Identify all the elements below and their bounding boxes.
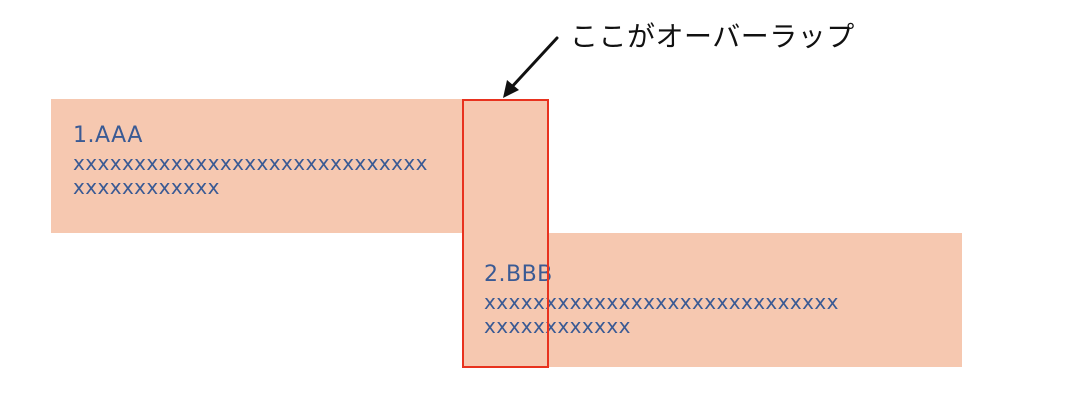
block-aaa-line-1: xxxxxxxxxxxxxxxxxxxxxxxxxxxxx <box>73 151 428 175</box>
block-bbb-title: 2.BBB <box>484 262 553 287</box>
block-aaa-title: 1.AAA <box>73 123 143 148</box>
block-bbb-line-2: xxxxxxxxxxxx <box>484 314 631 338</box>
block-bbb-line-1: xxxxxxxxxxxxxxxxxxxxxxxxxxxxx <box>484 290 839 314</box>
overlap-highlight-box <box>462 99 549 368</box>
callout-arrow-icon <box>503 36 559 98</box>
block-aaa: 1.AAA xxxxxxxxxxxxxxxxxxxxxxxxxxxxx xxxx… <box>51 99 548 233</box>
block-aaa-line-2: xxxxxxxxxxxx <box>73 175 220 199</box>
overlap-callout-label: ここがオーバーラップ <box>570 20 855 53</box>
block-bbb: 2.BBB xxxxxxxxxxxxxxxxxxxxxxxxxxxxx xxxx… <box>462 233 962 367</box>
